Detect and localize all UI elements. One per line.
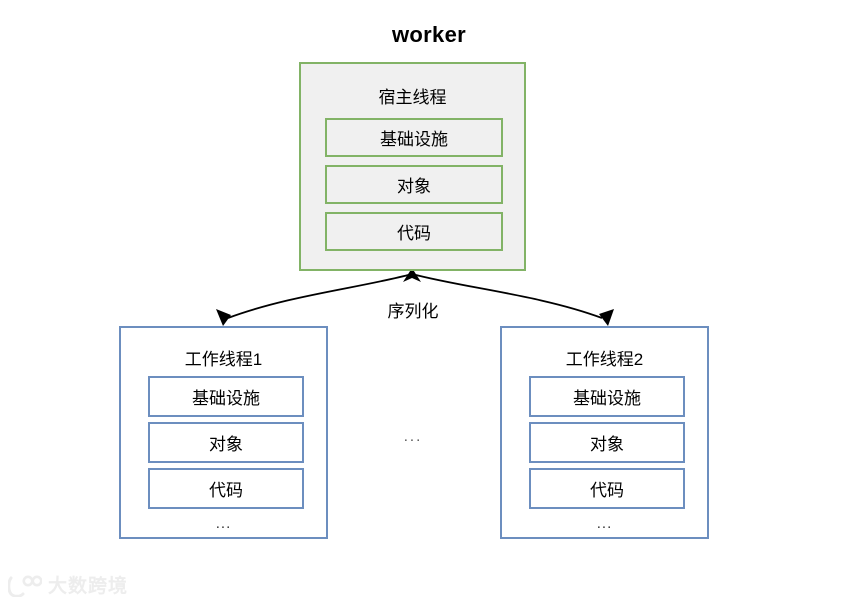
worker-1-item-object[interactable]: 对象 [148,422,304,463]
worker-thread-2-title: 工作线程2 [565,350,644,369]
host-item-object[interactable]: 对象 [325,165,503,204]
worker-2-ellipsis: ... [596,515,613,532]
host-thread-title: 宿主线程 [378,88,447,107]
arrowhead-worker-1 [216,309,231,326]
arrowhead-worker-2 [599,309,614,326]
host-item-code[interactable]: 代码 [325,212,503,251]
watermark-text: 大数跨境 [48,575,129,597]
host-item-infrastructure[interactable]: 基础设施 [325,118,503,157]
edge-label-serialization: 序列化 [371,297,455,322]
watermark: 大数跨境 [8,575,128,597]
logo-icon [8,575,42,597]
worker-thread-1-title: 工作线程1 [184,350,263,369]
worker-1-ellipsis: ... [215,515,232,532]
worker-2-item-object[interactable]: 对象 [529,422,685,463]
worker-thread-1-node[interactable]: 工作线程1 基础设施 对象 代码 ... [119,326,328,539]
page-title: worker [392,22,466,47]
worker-2-item-code[interactable]: 代码 [529,468,685,509]
between-workers-ellipsis: ... [403,428,423,445]
worker-2-item-infrastructure[interactable]: 基础设施 [529,376,685,417]
worker-1-item-code[interactable]: 代码 [148,468,304,509]
host-thread-node[interactable]: 宿主线程 基础设施 对象 代码 [299,62,526,271]
worker-1-item-infrastructure[interactable]: 基础设施 [148,376,304,417]
worker-thread-2-node[interactable]: 工作线程2 基础设施 对象 代码 ... [500,326,709,539]
